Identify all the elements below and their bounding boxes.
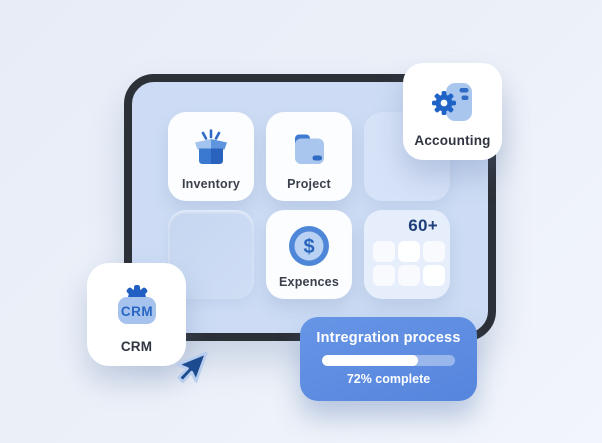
crm-card[interactable]: CRM CRM xyxy=(87,263,186,366)
folder-icon xyxy=(286,112,332,177)
integration-progress-card: Intregration process 72% complete xyxy=(300,317,477,401)
accounting-card-label: Accounting xyxy=(414,133,491,148)
crm-card-label: CRM xyxy=(120,339,153,354)
crm-gear-badge-icon: CRM xyxy=(113,263,161,339)
dollar-symbol: $ xyxy=(303,236,314,258)
app-grid-square xyxy=(373,241,395,262)
app-tile-label: Inventory xyxy=(181,177,241,191)
cursor-arrow-icon xyxy=(176,351,208,384)
app-grid-square xyxy=(423,241,445,262)
gear-document-icon xyxy=(429,63,477,133)
app-grid-square xyxy=(373,265,395,286)
app-tile-label: Project xyxy=(287,177,331,191)
app-grid-icon xyxy=(373,241,445,286)
progress-title: Intregration process xyxy=(316,330,461,346)
app-grid-square xyxy=(423,265,445,286)
app-tile-label: Expences xyxy=(279,275,339,289)
progress-bar-fill xyxy=(322,355,418,366)
app-grid-square xyxy=(398,265,420,286)
open-box-icon xyxy=(188,112,234,177)
accounting-card[interactable]: Accounting xyxy=(403,63,502,160)
more-apps-count: 60+ xyxy=(408,216,438,235)
dollar-coin-icon: $ xyxy=(286,210,332,275)
app-grid-square xyxy=(398,241,420,262)
more-apps-tile[interactable]: 60+ xyxy=(364,210,450,299)
progress-status-label: 72% complete xyxy=(346,372,431,386)
progress-bar xyxy=(322,355,455,366)
app-tile-expences[interactable]: $ Expences xyxy=(266,210,352,299)
app-tile-inventory[interactable]: Inventory xyxy=(168,112,254,201)
app-tile-project[interactable]: Project xyxy=(266,112,352,201)
crm-badge-text: CRM xyxy=(120,304,152,319)
